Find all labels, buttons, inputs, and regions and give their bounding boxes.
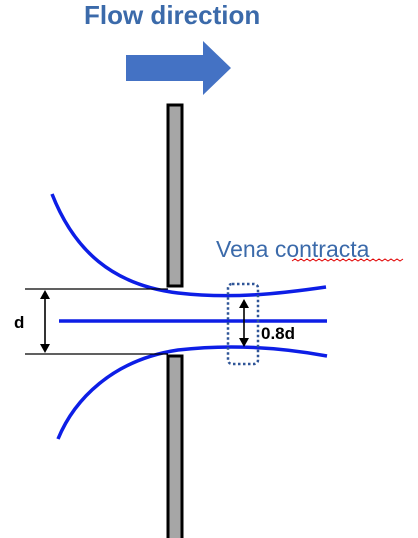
spellcheck-underline — [291, 258, 404, 262]
contracted-arrowhead-down — [239, 338, 249, 347]
diameter-label: d — [14, 313, 24, 332]
flow-arrow-icon — [126, 41, 231, 95]
flow-direction-title: Flow direction — [84, 0, 260, 30]
contracted-arrowhead-up — [239, 299, 249, 308]
orifice-plate-upper — [166, 103, 184, 288]
contracted-diameter-label: 0.8d — [261, 324, 295, 343]
orifice-plate-lower — [166, 354, 184, 538]
streamline-upper — [50, 193, 327, 298]
diameter-arrowhead-down — [40, 344, 50, 353]
vena-contracta-label: Vena contracta — [216, 236, 370, 262]
streamline-lower — [56, 345, 328, 440]
vena-contracta-box — [226, 282, 260, 366]
diameter-arrowhead-up — [40, 290, 50, 299]
